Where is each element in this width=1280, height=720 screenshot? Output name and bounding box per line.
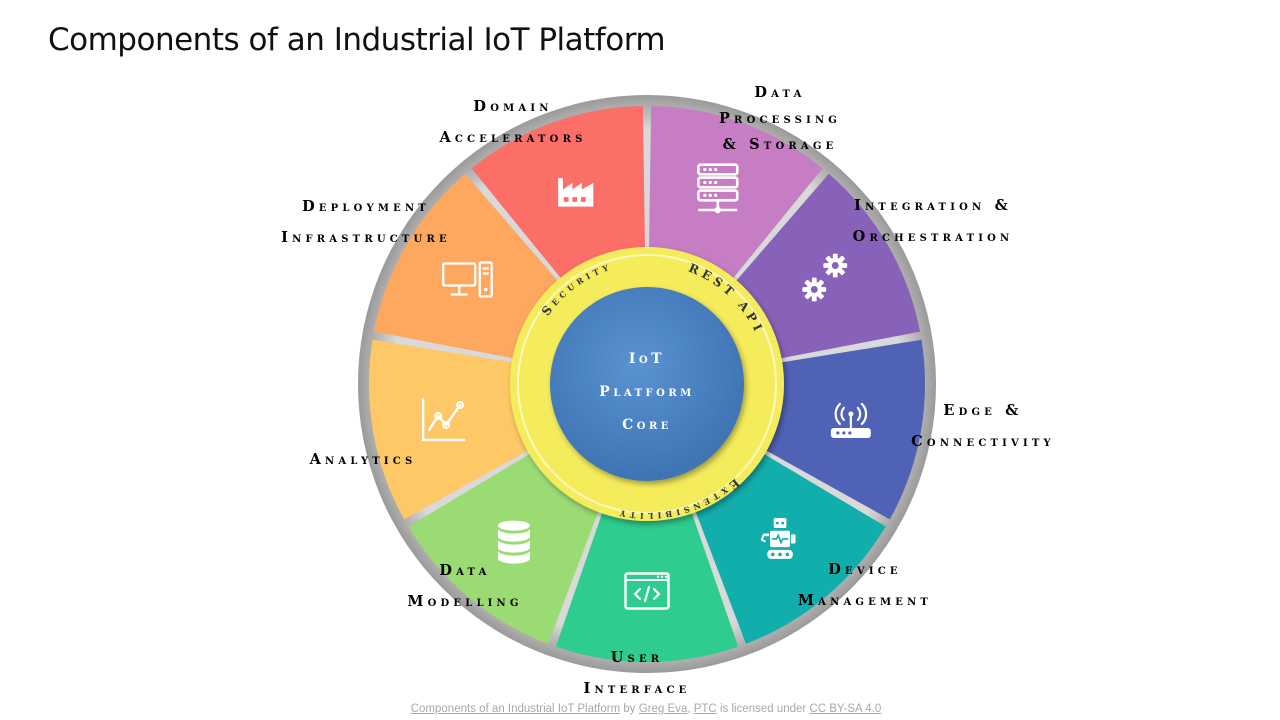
core-label-line-3: Core — [622, 417, 672, 433]
label-data-processing-storage-line-1: Data — [754, 84, 805, 101]
label-data-modelling-line-2: Modelling — [407, 593, 522, 610]
security-ring-inner-line — [517, 254, 777, 514]
label-edge-connectivity-line-1: Edge & — [943, 402, 1022, 419]
label-device-management-line-1: Device — [828, 561, 901, 578]
core-label-line-2: Platform — [599, 384, 694, 400]
label-user-interface-line-2: Interface — [584, 680, 691, 697]
label-device-management-line-2: Management — [798, 592, 932, 609]
label-data-modelling-line-1: Data — [439, 562, 490, 579]
label-user-interface-line-1: User — [611, 649, 664, 666]
label-domain-accelerators-line-1: Domain — [473, 98, 552, 115]
attribution-by: by — [623, 703, 636, 715]
segments-layer — [369, 106, 925, 662]
author-link[interactable]: Greg Eva — [638, 703, 688, 715]
segment-analytics — [369, 339, 534, 520]
page-title: Components of an Industrial IoT Platform — [48, 22, 666, 58]
license-link[interactable]: CC BY-SA 4.0 — [809, 703, 882, 715]
label-deployment-infrastructure-line-1: Deployment — [302, 198, 430, 215]
platform-core — [550, 287, 744, 481]
segment-device-management — [693, 450, 886, 644]
attribution: Components of an Industrial IoT Platform… — [0, 703, 1280, 715]
label-domain-accelerators-line-2: Accelerators — [438, 129, 586, 146]
label-integration-orchestration-line-1: Integration & — [854, 197, 1012, 214]
work-link[interactable]: Components of an Industrial IoT Platform — [410, 703, 621, 715]
label-integration-orchestration-line-2: Orchestration — [853, 228, 1014, 245]
label-analytics-line-1: Analytics — [309, 451, 417, 468]
segment-deployment-infrastructure — [373, 173, 562, 360]
segment-user-interface — [555, 506, 739, 662]
attribution-licensed: is licensed under — [719, 703, 807, 715]
label-edge-connectivity-line-2: Connectivity — [911, 433, 1055, 450]
core-label-line-1: IoT — [629, 351, 665, 367]
label-data-processing-storage-line-3: & Storage — [723, 136, 838, 153]
segment-data-processing-storage — [648, 106, 823, 284]
org-link[interactable]: PTC — [693, 703, 717, 715]
label-deployment-infrastructure-line-2: Infrastructure — [281, 229, 451, 246]
label-data-processing-storage-line-2: Processing — [719, 110, 841, 127]
attribution-separator: , — [687, 703, 691, 715]
